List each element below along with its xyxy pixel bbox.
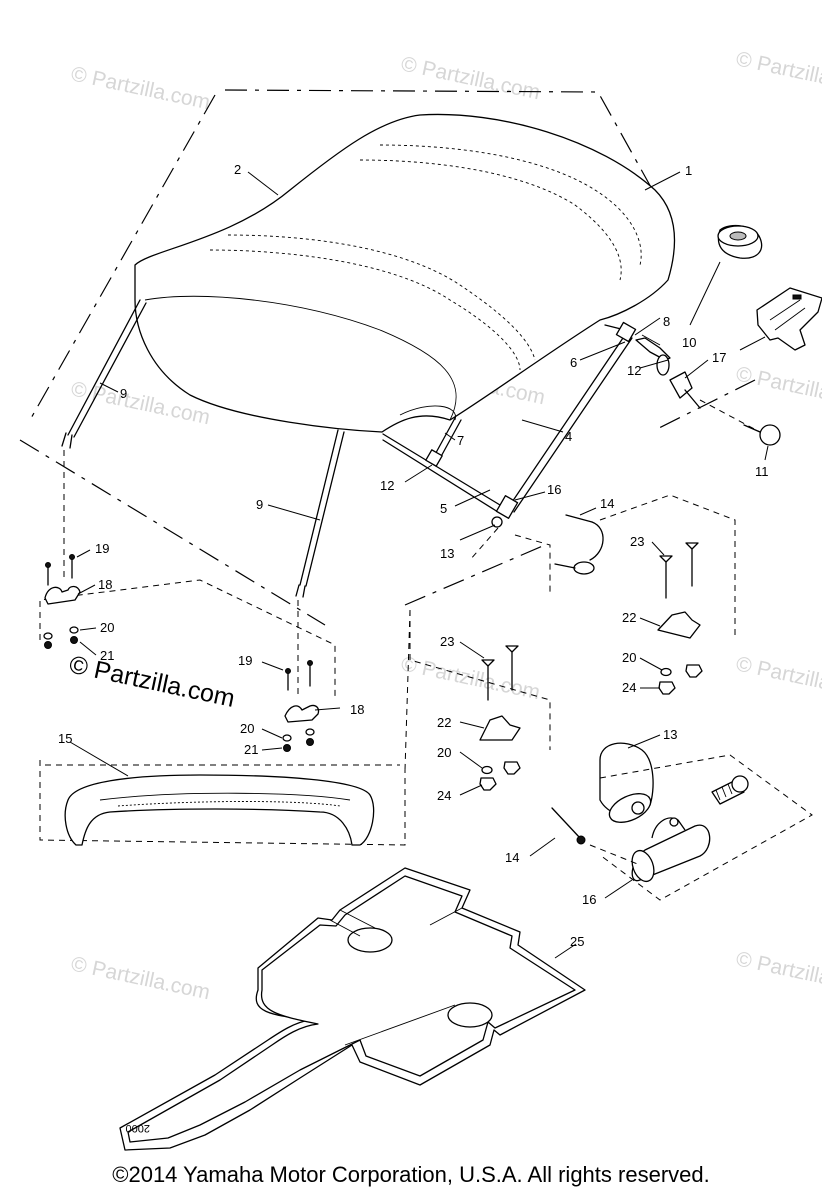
callout-labels: 1 2 4 5 6 7 8 9 9 10 11 12 12 13 13 14 1…: [58, 162, 769, 949]
callout-22: 22: [437, 715, 451, 730]
quick-release-pin: [554, 514, 604, 575]
callout-18: 18: [98, 577, 112, 592]
callout-22: 22: [622, 610, 636, 625]
watermark: © Partzilla.com: [734, 947, 822, 999]
callout-12: 12: [627, 363, 641, 378]
watermark: © Partzilla.com: [69, 62, 212, 114]
callout-23: 23: [630, 534, 644, 549]
mount-left: [43, 554, 81, 649]
storage-cover: [64, 774, 375, 846]
callout-5: 5: [440, 501, 447, 516]
callout-24: 24: [622, 680, 636, 695]
frame-tubes: [61, 299, 637, 598]
callout-15: 15: [58, 731, 72, 746]
callout-20: 20: [240, 721, 254, 736]
assembly-boundary: [19, 89, 756, 626]
leader-lines: [69, 171, 769, 959]
copyright-notice: ©2014 Yamaha Motor Corporation, U.S.A. A…: [112, 1162, 710, 1187]
callout-24: 24: [437, 788, 451, 803]
callout-18: 18: [350, 702, 364, 717]
watermark: © Partzilla.com: [734, 362, 822, 414]
mount-front: [479, 645, 521, 791]
callout-20: 20: [100, 620, 114, 635]
floor-mat: 2000: [119, 867, 586, 1151]
callout-20: 20: [437, 745, 451, 760]
callout-2: 2: [234, 162, 241, 177]
hinge-detail: [551, 742, 813, 901]
callout-21: 21: [244, 742, 258, 757]
callout-25: 25: [570, 934, 584, 949]
mat-logo-text: 2000: [126, 1122, 150, 1134]
bimini-canvas: [134, 113, 676, 433]
callout-8: 8: [663, 314, 670, 329]
drop-lines: [63, 450, 499, 695]
callout-19: 19: [95, 541, 109, 556]
callout-13: 13: [663, 727, 677, 742]
callout-20: 20: [622, 650, 636, 665]
watermark: © Partzilla.com: [734, 47, 822, 99]
watermark: © Partzilla.com: [734, 652, 822, 704]
callout-11: 11: [755, 464, 769, 479]
watermark: © Partzilla.com: [399, 652, 542, 704]
featured-watermark: © Partzilla.com: [67, 650, 238, 712]
callout-4: 4: [565, 429, 572, 444]
callout-14: 14: [600, 496, 614, 511]
callout-1: 1: [685, 163, 692, 178]
callout-14: 14: [505, 850, 519, 865]
callout-12: 12: [380, 478, 394, 493]
mount-center: [282, 660, 320, 752]
callout-10: 10: [682, 335, 696, 350]
callout-16: 16: [547, 482, 561, 497]
callout-19: 19: [238, 653, 252, 668]
callout-7: 7: [457, 433, 464, 448]
mount-group-boxes: [39, 494, 736, 846]
watermark: © Partzilla.com: [69, 952, 212, 1004]
callout-6: 6: [570, 355, 577, 370]
callout-17: 17: [712, 350, 726, 365]
callout-23: 23: [440, 634, 454, 649]
mount-right: [657, 542, 703, 695]
callout-21: 21: [100, 648, 114, 663]
callout-16: 16: [582, 892, 596, 907]
callout-9: 9: [120, 386, 127, 401]
callout-13: 13: [440, 546, 454, 561]
watermark: © Partzilla.com: [399, 52, 542, 104]
callout-9: 9: [256, 497, 263, 512]
strap-hardware: [635, 224, 822, 446]
